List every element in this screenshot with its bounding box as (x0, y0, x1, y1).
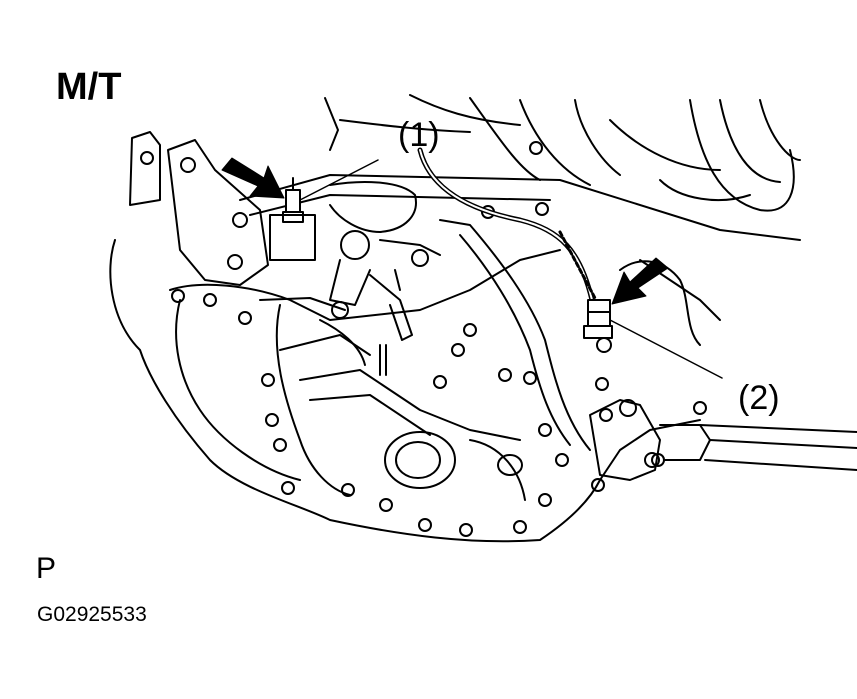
engine-frame-lines (239, 94, 801, 241)
figure-id: G02925533 (37, 603, 147, 626)
switch-1 (269, 177, 316, 261)
connector-2 (583, 299, 613, 353)
right-mount-and-axle (589, 259, 857, 481)
view-letter: P (36, 552, 57, 585)
shift-linkage (259, 181, 441, 341)
left-mount-bracket (129, 131, 269, 286)
arrow-2-icon (611, 257, 669, 305)
leader-line-2 (609, 319, 723, 379)
transaxle-case (109, 219, 701, 543)
callout-2: (2) (738, 379, 780, 417)
wire-harness (417, 147, 598, 303)
transmission-type-title: M/T (56, 66, 122, 108)
arrow-1-icon (221, 157, 285, 199)
callout-1: (1) (398, 116, 440, 154)
leader-line-1 (299, 159, 379, 201)
case-bolts (171, 141, 707, 537)
